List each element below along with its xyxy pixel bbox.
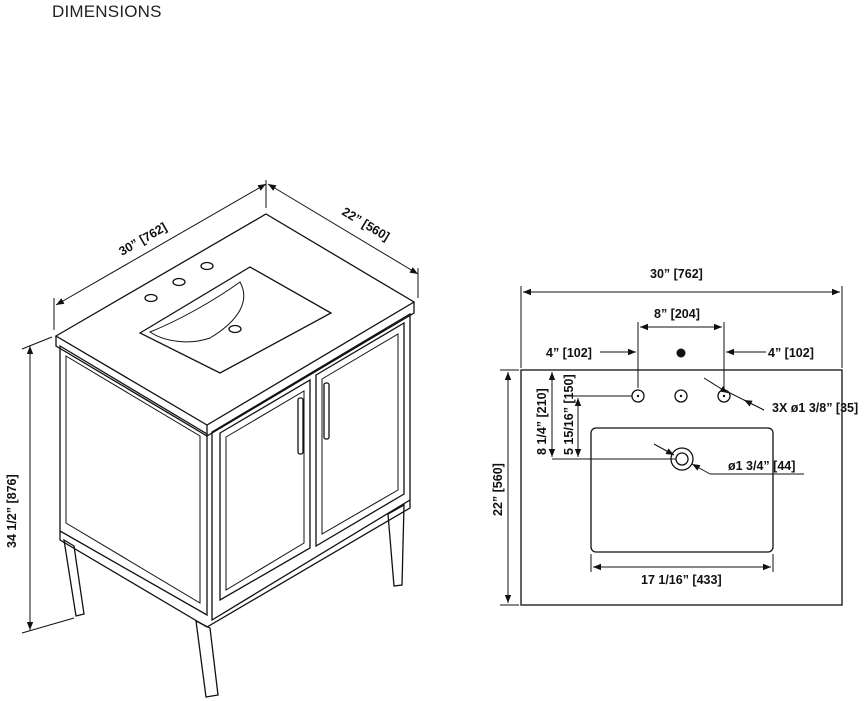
cabinet-front (211, 312, 411, 622)
drain-hole (228, 324, 242, 334)
leg-front-left (195, 619, 219, 698)
handle-right (323, 382, 330, 440)
page-title: DIMENSIONS (52, 2, 162, 21)
label-top-width: 30” [762] (650, 267, 703, 281)
handle-left (297, 397, 304, 455)
label-depth: 22” [560] (339, 205, 391, 244)
vanity-isometric: 30” [762] 22” [560] 34 1/2” [876] (5, 180, 419, 698)
label-left-offset: 4” [102] (546, 346, 592, 360)
label-faucet-holes: 3X ø1 3/8” [35] (772, 401, 858, 415)
sink-basin (138, 266, 333, 374)
base-rail (59, 500, 411, 628)
basin-outline (590, 427, 774, 553)
dim-line-width (55, 183, 267, 306)
faucet-hole-right (200, 261, 214, 271)
sink-bowl (148, 281, 245, 343)
callout-faucet-holes (703, 377, 729, 394)
faucet-hole-center (172, 277, 186, 287)
countertop-edge (55, 302, 415, 437)
label-height: 34 1/2” [876] (5, 474, 19, 548)
leg-back-left (63, 538, 85, 617)
label-hole-back-2: 5 15/16” [150] (562, 374, 576, 455)
countertop-top-view: 30” [762] 8” [204] 4” [102] 4” [102] 8 1… (491, 267, 858, 606)
countertop-outline (520, 369, 843, 606)
countertop-top (54, 213, 416, 426)
faucet-hole-left (144, 293, 158, 303)
door-right (315, 321, 405, 548)
label-hole-back-1: 8 1/4” [210] (535, 388, 549, 455)
center-mark (676, 348, 686, 358)
leg-front-right (387, 503, 405, 587)
door-left (219, 378, 311, 602)
label-top-depth: 22” [560] (491, 463, 505, 516)
cabinet-side (59, 344, 208, 617)
label-spread: 8” [204] (654, 307, 700, 321)
label-drain: ø1 3/4” [44] (728, 459, 795, 473)
label-basin-width: 17 1/16” [433] (641, 573, 722, 587)
label-right-offset: 4” [102] (768, 346, 814, 360)
label-width: 30” [762] (117, 220, 170, 259)
top-faucet-hole-center (674, 389, 688, 403)
dim-line-depth (267, 183, 419, 275)
